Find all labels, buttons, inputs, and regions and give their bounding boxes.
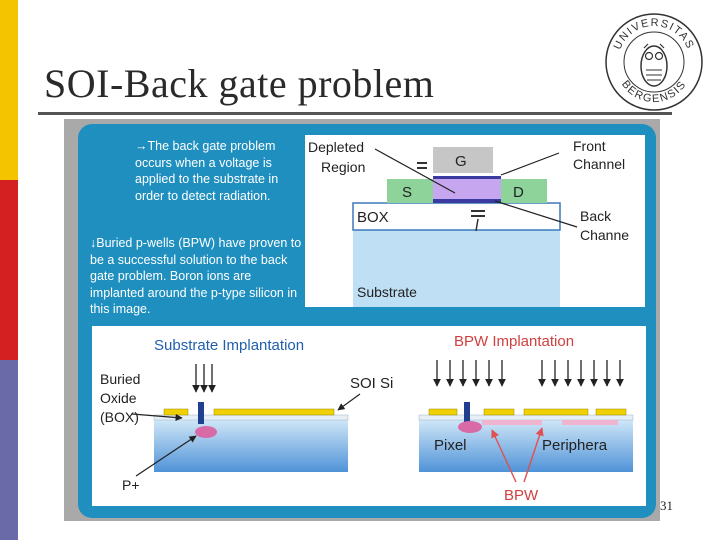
front-channel-strip <box>433 176 501 179</box>
bpw-well-pixel <box>458 421 482 433</box>
front-pointer <box>500 152 560 176</box>
substrate-implantation-title: Substrate Implantation <box>154 337 304 354</box>
accent-bar-purple <box>0 360 18 540</box>
bpw-implantation-title: BPW Implantation <box>454 333 574 350</box>
gate-label: G <box>455 153 467 170</box>
implantation-diagram: Substrate Implantation Buried Oxide (BOX… <box>92 326 646 506</box>
accent-bar-yellow <box>0 0 18 180</box>
left-substrate <box>154 420 348 472</box>
substrate-label: Substrate <box>357 284 417 300</box>
title-rule <box>38 112 672 115</box>
pixel-label: Pixel <box>434 437 467 454</box>
back-gate-description: →The back gate problem occurs when a vol… <box>135 139 279 203</box>
depleted-label-1: Depleted <box>308 139 364 155</box>
depleted-label-2: Region <box>321 159 365 175</box>
back-pointer <box>494 200 578 228</box>
right-implant-arrows <box>433 360 624 387</box>
accent-bar-red <box>0 180 18 360</box>
intro-text-1: →The back gate problem occurs when a vol… <box>135 138 307 204</box>
buried-label-3: (BOX) <box>100 409 139 425</box>
back-label-1: Back <box>580 208 612 224</box>
page-number: 31 <box>660 498 673 513</box>
p-plus-implant <box>195 426 217 438</box>
drain-label: D <box>513 184 524 201</box>
university-seal-logo: UNIVERSITAS BERGENSIS <box>605 13 703 111</box>
p-plus-label: P+ <box>122 477 140 493</box>
left-box-layer <box>153 414 349 421</box>
right-contact <box>464 402 470 424</box>
right-box-layer <box>418 414 634 421</box>
box-label: BOX <box>357 209 389 226</box>
bpw-label: BPW <box>504 487 539 504</box>
intro-text-2: ↓Buried p-wells (BPW) have proven to be … <box>90 235 308 318</box>
slide-title: SOI-Back gate problem <box>44 61 435 106</box>
bpw-well-strip-1 <box>482 420 542 425</box>
bpw-well-strip-2 <box>562 420 618 425</box>
right-substrate <box>419 420 633 472</box>
back-channel-strip <box>433 199 501 203</box>
periphery-label: Periphera <box>542 437 608 454</box>
soi-si-label: SOI Si <box>350 375 393 392</box>
depleted-pointer <box>374 148 456 194</box>
back-label-2: Channe <box>580 227 629 243</box>
source-label: S <box>402 184 412 201</box>
front-label-1: Front <box>573 138 606 154</box>
owl-emblem <box>640 43 668 87</box>
front-label-2: Channel <box>573 156 625 172</box>
left-contact <box>198 402 204 424</box>
buried-label-1: Buried <box>100 371 140 387</box>
soi-cross-section: G S D BOX Substrate Depleted Region Fron… <box>305 135 645 307</box>
substrate-layer <box>353 230 560 307</box>
bpw-description: ↓Buried p-wells (BPW) have proven to be … <box>90 236 302 316</box>
left-implant-arrows <box>192 364 216 393</box>
gate-block <box>433 147 493 173</box>
buried-label-2: Oxide <box>100 390 137 406</box>
channel-region <box>433 179 501 199</box>
